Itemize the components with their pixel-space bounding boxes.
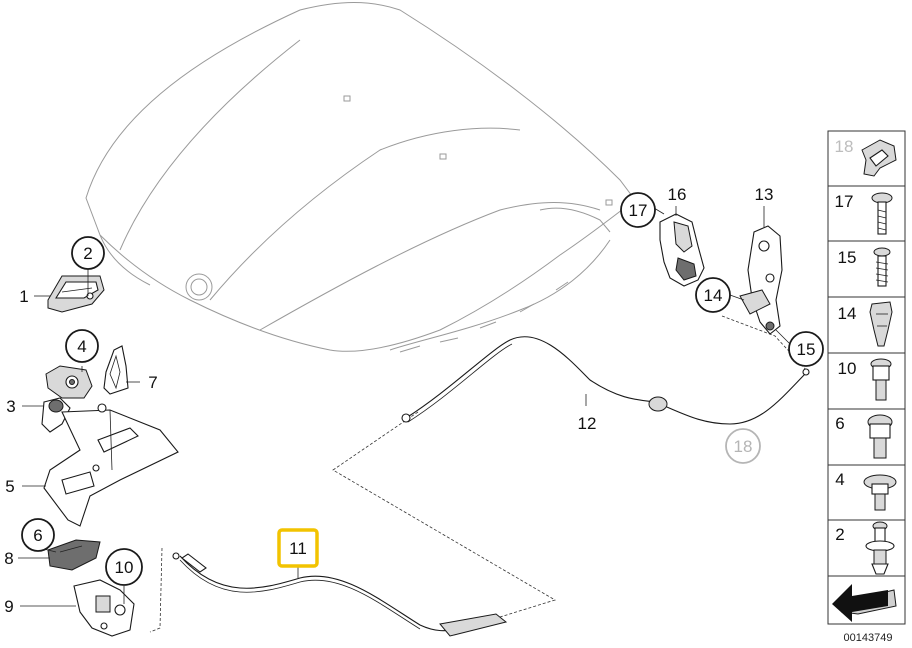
screw-icon [871, 192, 893, 235]
legend-row-4[interactable]: 4 [827, 464, 906, 521]
label-13[interactable]: 13 [755, 185, 774, 204]
legend-row-15[interactable]: 15 [827, 240, 906, 298]
svg-text:14: 14 [838, 304, 857, 323]
part-buffer-block [47, 268, 105, 313]
svg-text:14: 14 [704, 286, 723, 305]
svg-text:17: 17 [835, 192, 854, 211]
svg-text:4: 4 [835, 470, 844, 489]
part-cable-upper [401, 336, 810, 425]
svg-text:6: 6 [33, 526, 42, 545]
svg-text:17: 17 [629, 201, 648, 220]
callout-17[interactable]: 17 [620, 192, 656, 228]
legend-row-2[interactable]: 2 [827, 519, 906, 577]
label-7[interactable]: 7 [148, 373, 157, 392]
legend-row-14[interactable]: 14 [827, 296, 906, 354]
bolt-icon [870, 358, 892, 401]
label-3[interactable]: 3 [6, 397, 15, 416]
callout-6[interactable]: 6 [21, 518, 55, 552]
part-lock-bracket [41, 365, 179, 527]
label-16[interactable]: 16 [668, 185, 687, 204]
legend-row-18[interactable]: 18 [827, 130, 906, 187]
svg-text:15: 15 [797, 340, 816, 359]
svg-text:11: 11 [289, 539, 307, 558]
legend-row-6[interactable]: 6 [827, 408, 906, 466]
label-8[interactable]: 8 [4, 549, 13, 568]
reference-lines [149, 315, 809, 633]
label-1[interactable]: 1 [19, 287, 28, 306]
screw-icon [873, 247, 891, 287]
callout-11-highlighted[interactable]: 11 [277, 528, 319, 568]
callout-10[interactable]: 10 [105, 548, 143, 586]
callout-18[interactable]: 18 [725, 428, 761, 464]
arrow-icon [832, 584, 897, 622]
label-12[interactable]: 12 [578, 414, 597, 433]
label-5[interactable]: 5 [5, 477, 14, 496]
label-9[interactable]: 9 [4, 597, 13, 616]
bolt-icon [863, 474, 897, 511]
svg-text:15: 15 [838, 248, 857, 267]
legend-row-17[interactable]: 17 [827, 185, 906, 242]
svg-text:6: 6 [835, 414, 844, 433]
callout-2[interactable]: 2 [71, 236, 105, 270]
part-lever [739, 225, 783, 335]
diagram-code: 00143749 [844, 632, 893, 644]
part-cable-lower [172, 552, 508, 637]
parts-legend: 18 17 15 [827, 130, 906, 625]
svg-text:2: 2 [835, 525, 844, 544]
part-gasket [103, 345, 129, 395]
svg-text:18: 18 [835, 137, 854, 156]
legend-row-arrow [827, 575, 906, 625]
svg-text:2: 2 [83, 244, 92, 263]
callout-15[interactable]: 15 [788, 331, 824, 367]
svg-text:18: 18 [734, 437, 753, 456]
clip-icon [861, 139, 897, 177]
rivet-icon [865, 521, 895, 575]
bolt-icon [867, 414, 893, 459]
part-cover-cap [47, 539, 101, 571]
part-lower-lock [73, 579, 135, 637]
clip-nut-icon [869, 301, 893, 347]
svg-text:10: 10 [115, 558, 134, 577]
svg-text:10: 10 [838, 359, 857, 378]
leader-lines [18, 206, 793, 607]
callout-14[interactable]: 14 [695, 277, 731, 313]
part-release-handle [659, 213, 705, 287]
hood-outline [85, 2, 636, 353]
callout-4[interactable]: 4 [65, 329, 99, 363]
svg-text:4: 4 [77, 337, 86, 356]
legend-row-10[interactable]: 10 [827, 352, 906, 410]
